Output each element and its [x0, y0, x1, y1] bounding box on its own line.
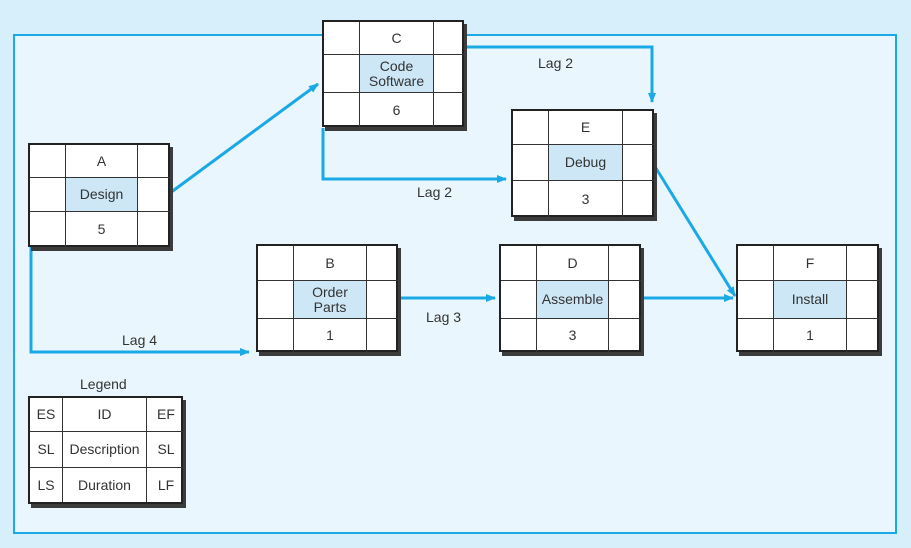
node-a-lf: [138, 212, 170, 247]
node-d: D Assemble 3: [499, 244, 641, 352]
node-d-description: Assemble: [537, 281, 609, 319]
node-d-es: [501, 246, 537, 281]
node-a-description: Design: [66, 178, 138, 212]
node-d-sl-right: [609, 281, 641, 319]
node-b-description: Order Parts: [294, 281, 367, 319]
arrow-c-to-e-lag-bottom: [321, 128, 507, 183]
node-f: F Install 1: [736, 244, 879, 352]
node-e-sl-left: [513, 145, 549, 181]
node-c: C Code Software 6: [322, 20, 464, 127]
node-f-sl-left: [738, 281, 774, 319]
node-c-duration: 6: [360, 93, 434, 127]
legend-duration: Duration: [63, 468, 147, 502]
lag-label-c-e-bottom: Lag 2: [417, 184, 453, 200]
node-e-ls: [513, 181, 549, 217]
node-c-description: Code Software: [360, 55, 434, 93]
legend-id: ID: [63, 398, 147, 432]
node-d-ls: [501, 319, 537, 352]
legend-es: ES: [30, 398, 63, 432]
node-d-sl-left: [501, 281, 537, 319]
node-a: A Design 5: [28, 143, 170, 247]
node-f-duration: 1: [774, 319, 847, 352]
node-e-duration: 3: [549, 181, 623, 217]
node-a-sl-left: [30, 178, 66, 212]
node-f-sl-right: [847, 281, 879, 319]
legend-lf: LF: [157, 476, 175, 493]
node-c-sl-right: [434, 55, 464, 93]
node-e-id: E: [549, 111, 623, 145]
node-e: E Debug 3: [511, 109, 654, 217]
node-f-description: Install: [774, 281, 847, 319]
node-f-es: [738, 246, 774, 281]
node-c-sl-left: [324, 55, 360, 93]
node-d-id: D: [537, 246, 609, 281]
node-d-lf: [609, 319, 641, 352]
legend-title: Legend: [80, 376, 127, 392]
node-e-sl-right: [623, 145, 654, 181]
node-e-ef: [623, 111, 654, 145]
arrow-e-to-f: [652, 164, 737, 297]
lag-label-a-b: Lag 4: [122, 332, 158, 348]
node-d-duration: 3: [537, 319, 609, 352]
node-b: B Order Parts 1: [256, 244, 398, 352]
node-b-ls: [258, 319, 294, 352]
node-a-ef: [138, 145, 170, 178]
node-b-duration: 1: [294, 319, 367, 352]
node-f-id: F: [774, 246, 847, 281]
node-e-es: [513, 111, 549, 145]
node-f-ef: [847, 246, 879, 281]
node-b-sl-left: [258, 281, 294, 319]
legend-ls: LS: [30, 468, 63, 502]
node-a-id: A: [66, 145, 138, 178]
node-c-lf: [434, 93, 464, 127]
node-c-ls: [324, 93, 360, 127]
node-b-id: B: [294, 246, 367, 281]
node-e-lf: [623, 181, 654, 217]
node-a-duration: 5: [66, 212, 138, 247]
node-b-ef: [367, 246, 398, 281]
node-b-es: [258, 246, 294, 281]
legend-description: Description: [63, 432, 147, 468]
legend-ef: EF: [147, 398, 185, 432]
node-c-ef: [434, 22, 464, 55]
node-c-es: [324, 22, 360, 55]
node-a-es: [30, 145, 66, 178]
arrow-a-to-b-lag: [29, 247, 250, 356]
node-d-ef: [609, 246, 641, 281]
node-a-sl-right: [138, 178, 170, 212]
legend-sl-right: SL: [147, 432, 185, 468]
node-f-ls: [738, 319, 774, 352]
arrow-a-to-c: [169, 82, 319, 195]
node-b-lf: [367, 319, 398, 352]
node-e-description: Debug: [549, 145, 623, 181]
node-c-id: C: [360, 22, 434, 55]
node-a-ls: [30, 212, 66, 247]
node-b-sl-right: [367, 281, 398, 319]
node-f-lf: [847, 319, 879, 352]
lag-label-c-e-top: Lag 2: [538, 55, 574, 71]
legend-sl-left: SL: [30, 432, 63, 468]
legend: ES ID EF SL Description SL LS Duration L…: [28, 396, 185, 504]
arrow-c-to-e-lag-top: [463, 45, 656, 103]
lag-label-b-d: Lag 3: [426, 309, 462, 325]
